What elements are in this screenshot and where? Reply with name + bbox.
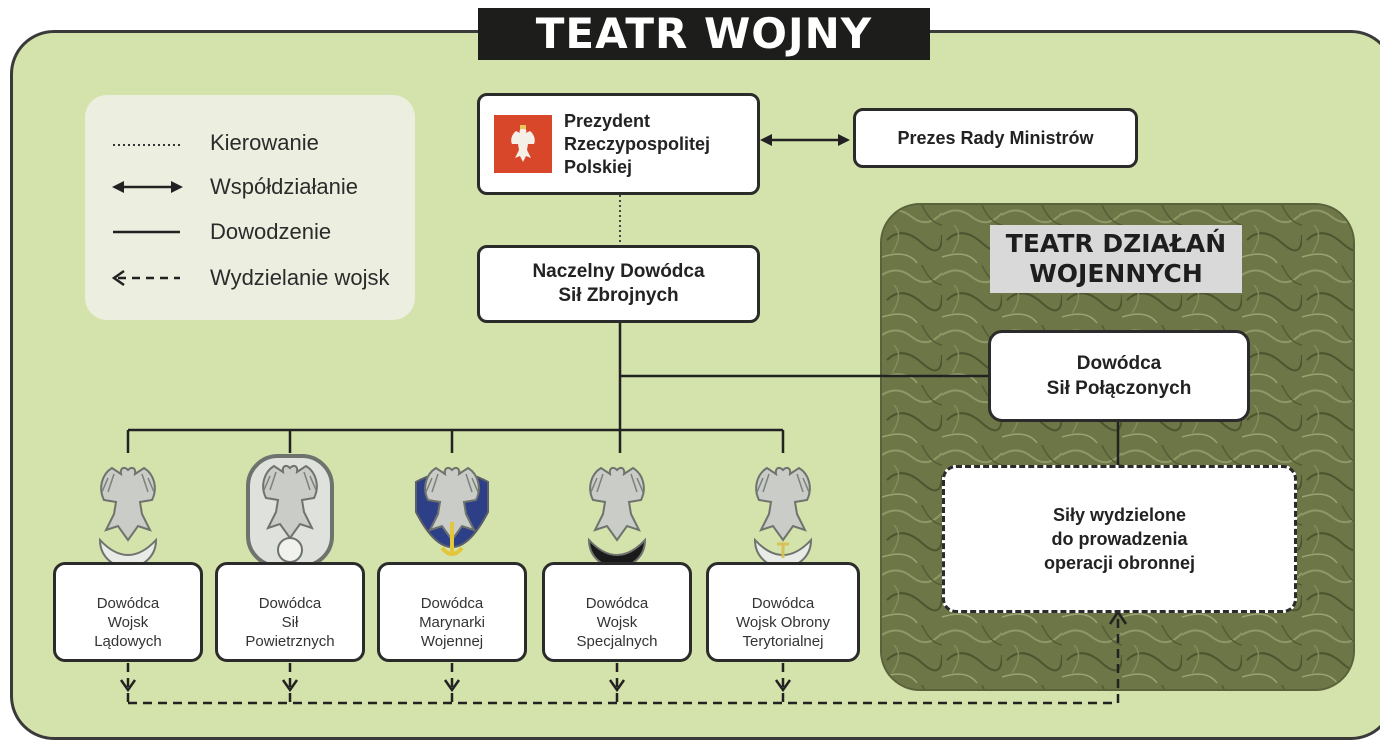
special-forces-emblem-icon [587, 466, 647, 572]
president-label: Prezydent Rzeczypospolitej Polskiej [564, 110, 711, 177]
theater-operations-title: TEATR DZIAŁAŃ WOJENNYCH [990, 225, 1242, 293]
joint-forces-commander-box: Dowódca Sił Połączonych [988, 330, 1250, 422]
arrowheads-wydzielanie [119, 609, 1128, 693]
lines-dowodzenie [126, 322, 1120, 465]
lines-wydzielanie [126, 614, 1120, 705]
allocated-forces-box: Siły wydzielone do prowadzenia operacji … [942, 465, 1297, 613]
air-force-emblem-icon [246, 454, 334, 568]
branch-commander-air-force: Dowódca Sił Powietrznych [215, 562, 365, 662]
branch-commander-land-forces: Dowódca Wojsk Lądowych [53, 562, 203, 662]
president-box: Prezydent Rzeczypospolitej Polskiej [477, 93, 760, 195]
polish-eagle-flag-icon [494, 115, 552, 173]
branch-commander-navy: Dowódca Marynarki Wojennej [377, 562, 527, 662]
legend-label-dowodzenie: Dowodzenie [210, 219, 332, 244]
prime-minister-label: Prezes Rady Ministrów [897, 127, 1094, 148]
legend [85, 95, 415, 320]
legend-label-wspoldzialanie: Współdziałanie [210, 174, 358, 199]
legend-double-arrow [112, 181, 183, 193]
legend-label-wydzielanie: Wydzielanie wojsk [210, 265, 390, 290]
prime-minister-box: Prezes Rady Ministrów [853, 108, 1138, 168]
land-forces-emblem-icon [98, 466, 158, 572]
diagram-title: TEATR WOJNY [478, 8, 930, 60]
arrow-wspoldzialanie [760, 134, 850, 146]
white-eagle-icon [511, 125, 535, 162]
navy-emblem-icon [415, 466, 489, 556]
branch-commander-special-forces: Dowódca Wojsk Specjalnych [542, 562, 692, 662]
legend-label-kierowanie: Kierowanie [210, 130, 319, 155]
supreme-commander-box: Naczelny Dowódca Sił Zbrojnych [477, 245, 760, 323]
branch-commander-territorial-defense: Dowódca Wojsk Obrony Terytorialnej [706, 562, 860, 662]
legend-dashed-arrow [111, 269, 180, 287]
territorial-defense-emblem-icon [753, 466, 813, 572]
